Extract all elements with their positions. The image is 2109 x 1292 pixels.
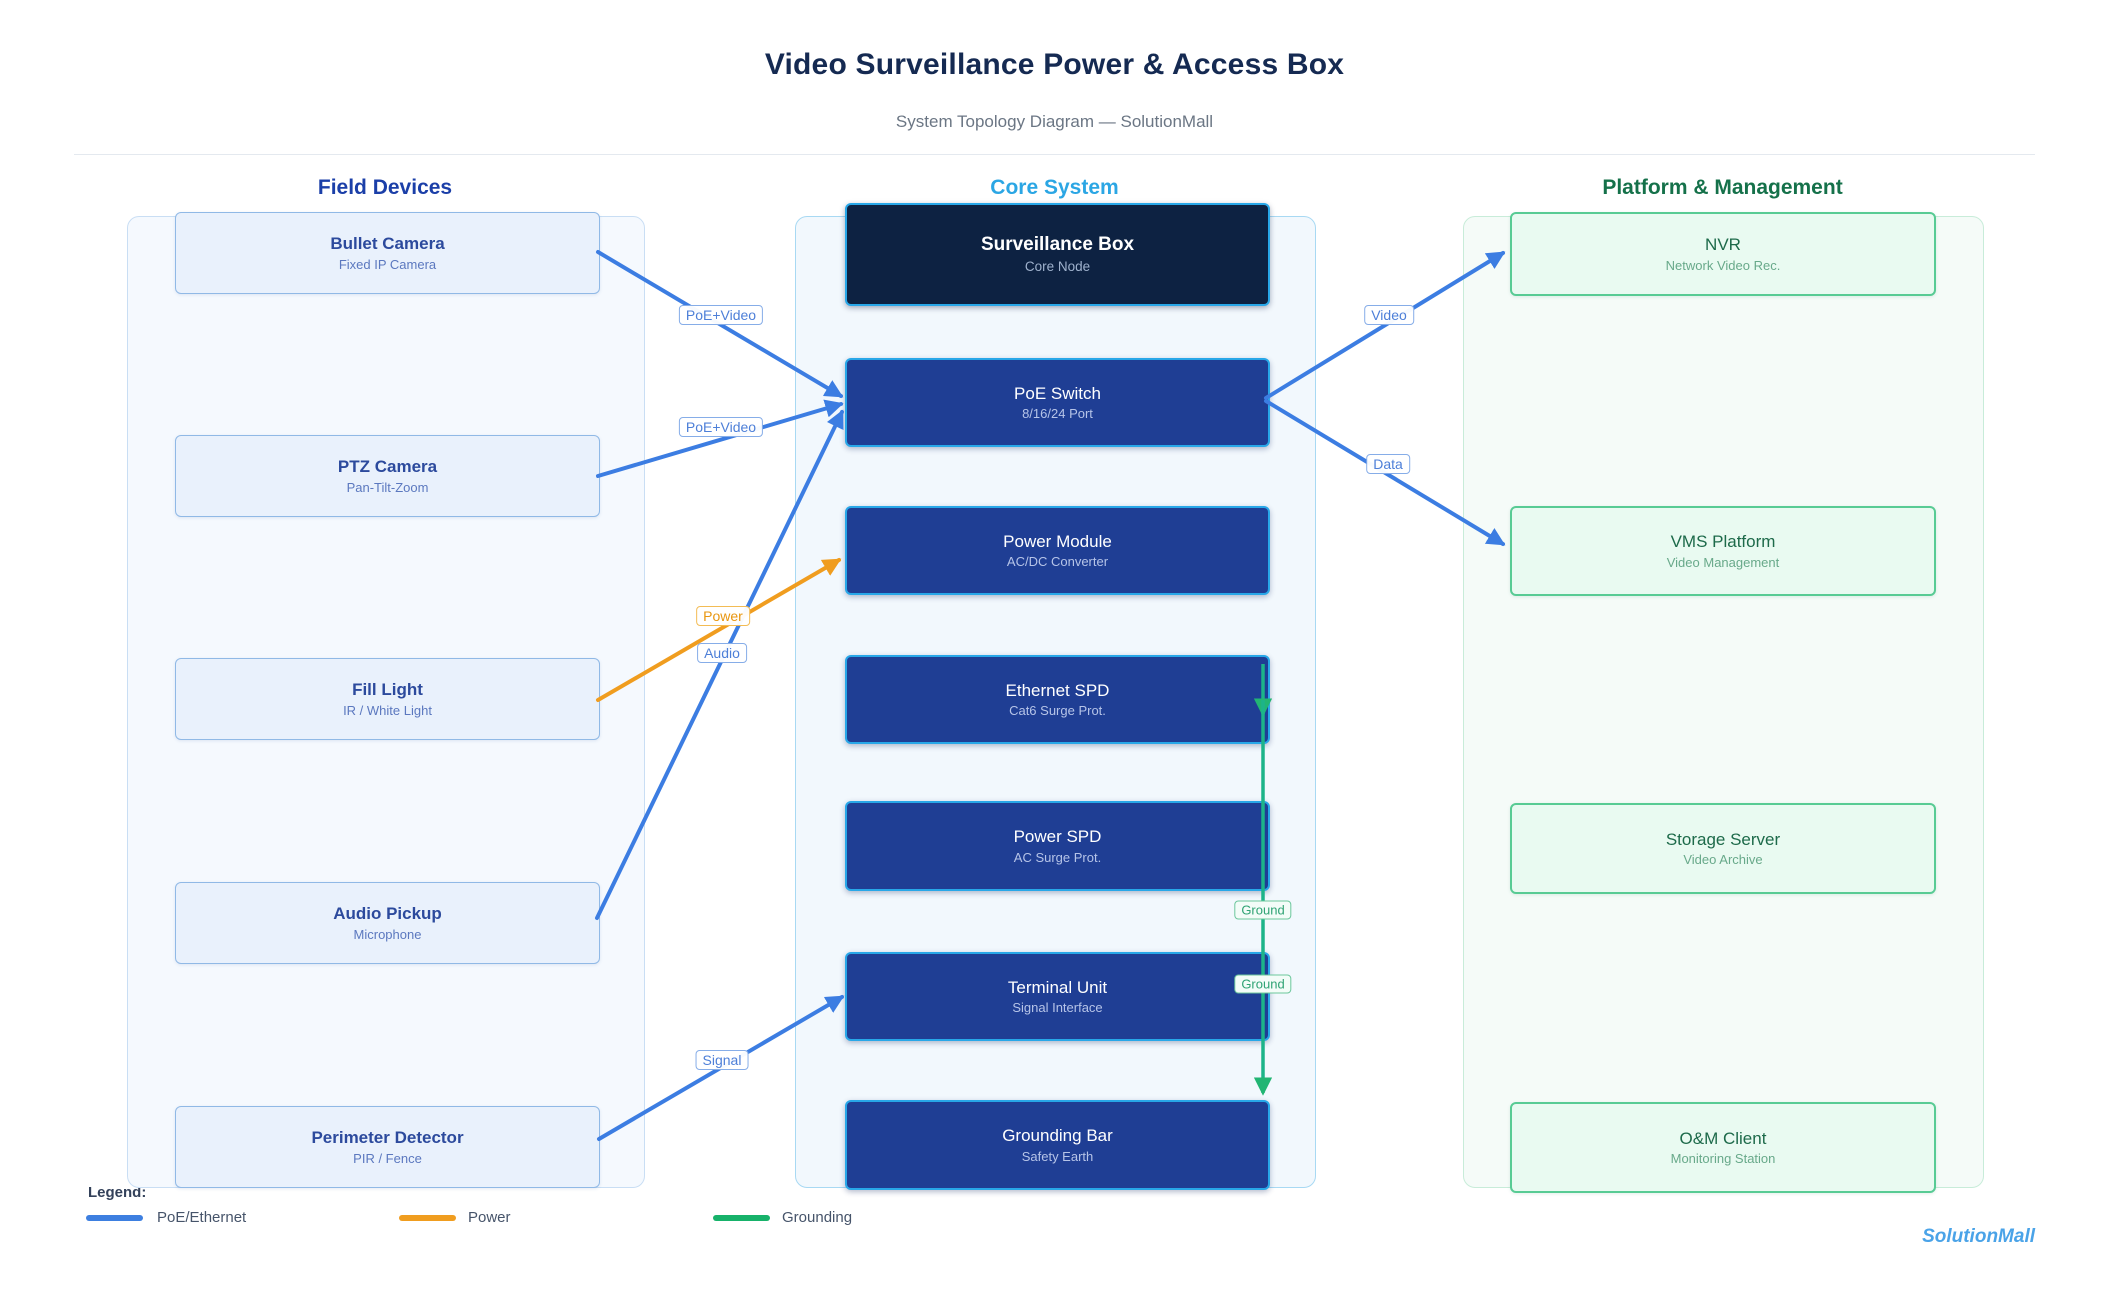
node-grounding-bar: Grounding Bar Safety Earth <box>845 1100 1270 1190</box>
edge-label-signal: Signal <box>695 1050 749 1070</box>
node-subtitle: Pan-Tilt-Zoom <box>346 479 429 495</box>
node-audio-pickup: Audio Pickup Microphone <box>175 882 600 964</box>
node-subtitle: Signal Interface <box>1012 1000 1103 1015</box>
node-fill-light: Fill Light IR / White Light <box>175 658 600 740</box>
node-title: Perimeter Detector <box>311 1128 464 1148</box>
node-terminal-unit: Terminal Unit Signal Interface <box>845 952 1270 1041</box>
node-vms-platform: VMS Platform Video Management <box>1510 506 1936 596</box>
legend-swatch-poe-ethernet <box>86 1215 143 1221</box>
node-power-module: Power Module AC/DC Converter <box>845 506 1270 595</box>
node-title: Power SPD <box>1013 827 1102 847</box>
node-title: VMS Platform <box>1670 532 1776 552</box>
node-bullet-camera: Bullet Camera Fixed IP Camera <box>175 212 600 294</box>
node-ethernet-spd: Ethernet SPD Cat6 Surge Prot. <box>845 655 1270 744</box>
node-subtitle: Monitoring Station <box>1670 1151 1776 1166</box>
node-title: PoE Switch <box>1014 383 1101 403</box>
brand-watermark: SolutionMall <box>1922 1226 2035 1247</box>
node-subtitle: Video Management <box>1666 554 1780 570</box>
node-subtitle: Safety Earth <box>1021 1148 1094 1164</box>
legend-label-poe-ethernet: PoE/Ethernet <box>157 1209 247 1226</box>
header-divider <box>74 154 2035 155</box>
node-title: Ethernet SPD <box>1005 680 1110 700</box>
node-perimeter-detector: Perimeter Detector PIR / Fence <box>175 1106 600 1188</box>
column-header-core-system: Core System <box>990 176 1119 199</box>
node-nvr: NVR Network Video Rec. <box>1510 212 1936 296</box>
node-title: PTZ Camera <box>337 457 438 477</box>
node-subtitle: Network Video Rec. <box>1665 257 1781 273</box>
node-title: Grounding Bar <box>1002 1126 1113 1146</box>
node-title: O&M Client <box>1679 1128 1767 1148</box>
node-storage-server: Storage Server Video Archive <box>1510 803 1936 894</box>
node-title: Surveillance Box <box>980 234 1135 256</box>
node-subtitle: 8/16/24 Port <box>1022 406 1093 421</box>
node-title: Terminal Unit <box>1007 977 1108 997</box>
edge-label-power: Power <box>696 606 750 626</box>
legend-label-power: Power <box>468 1209 511 1226</box>
node-subtitle: Microphone <box>353 926 422 942</box>
edge-label-video: Video <box>1364 305 1414 325</box>
edge-label-data: Data <box>1366 454 1410 474</box>
node-subtitle: AC/DC Converter <box>1006 554 1109 569</box>
node-subtitle: PIR / Fence <box>353 1150 422 1166</box>
node-title: Storage Server <box>1665 829 1781 849</box>
node-title: Fill Light <box>352 680 423 700</box>
node-surveillance-box: Surveillance Box Core Node <box>845 203 1270 306</box>
node-ptz-camera: PTZ Camera Pan-Tilt-Zoom <box>175 435 600 517</box>
legend-heading: Legend: <box>88 1184 147 1201</box>
node-subtitle: Core Node <box>1024 258 1091 274</box>
column-header-platform-management: Platform & Management <box>1602 176 1843 199</box>
node-title: Bullet Camera <box>330 234 445 254</box>
edge-label-poe-video-1: PoE+Video <box>678 305 764 325</box>
node-om-client: O&M Client Monitoring Station <box>1510 1102 1936 1193</box>
page-subtitle: System Topology Diagram — SolutionMall <box>895 112 1214 131</box>
node-subtitle: Video Archive <box>1683 852 1763 867</box>
node-title: NVR <box>1705 235 1741 255</box>
edge-label-audio: Audio <box>697 643 747 663</box>
group-platform-management <box>1463 216 1984 1188</box>
node-poe-switch: PoE Switch 8/16/24 Port <box>845 358 1270 447</box>
legend-swatch-power <box>399 1215 456 1221</box>
node-power-spd: Power SPD AC Surge Prot. <box>845 801 1270 891</box>
page-title: Video Surveillance Power & Access Box <box>764 48 1345 81</box>
legend-swatch-grounding <box>713 1215 770 1221</box>
node-subtitle: Fixed IP Camera <box>338 256 437 272</box>
node-subtitle: IR / White Light <box>343 702 432 718</box>
node-subtitle: Cat6 Surge Prot. <box>1009 703 1106 718</box>
edge-label-ground-1: Ground <box>1234 900 1292 920</box>
column-header-field-devices: Field Devices <box>317 176 453 199</box>
edge-label-ground-2: Ground <box>1234 974 1292 994</box>
legend-label-grounding: Grounding <box>782 1209 853 1226</box>
node-title: Audio Pickup <box>333 904 442 924</box>
edge-label-poe-video-2: PoE+Video <box>678 417 764 437</box>
node-subtitle: AC Surge Prot. <box>1013 849 1102 865</box>
node-title: Power Module <box>1003 531 1112 551</box>
